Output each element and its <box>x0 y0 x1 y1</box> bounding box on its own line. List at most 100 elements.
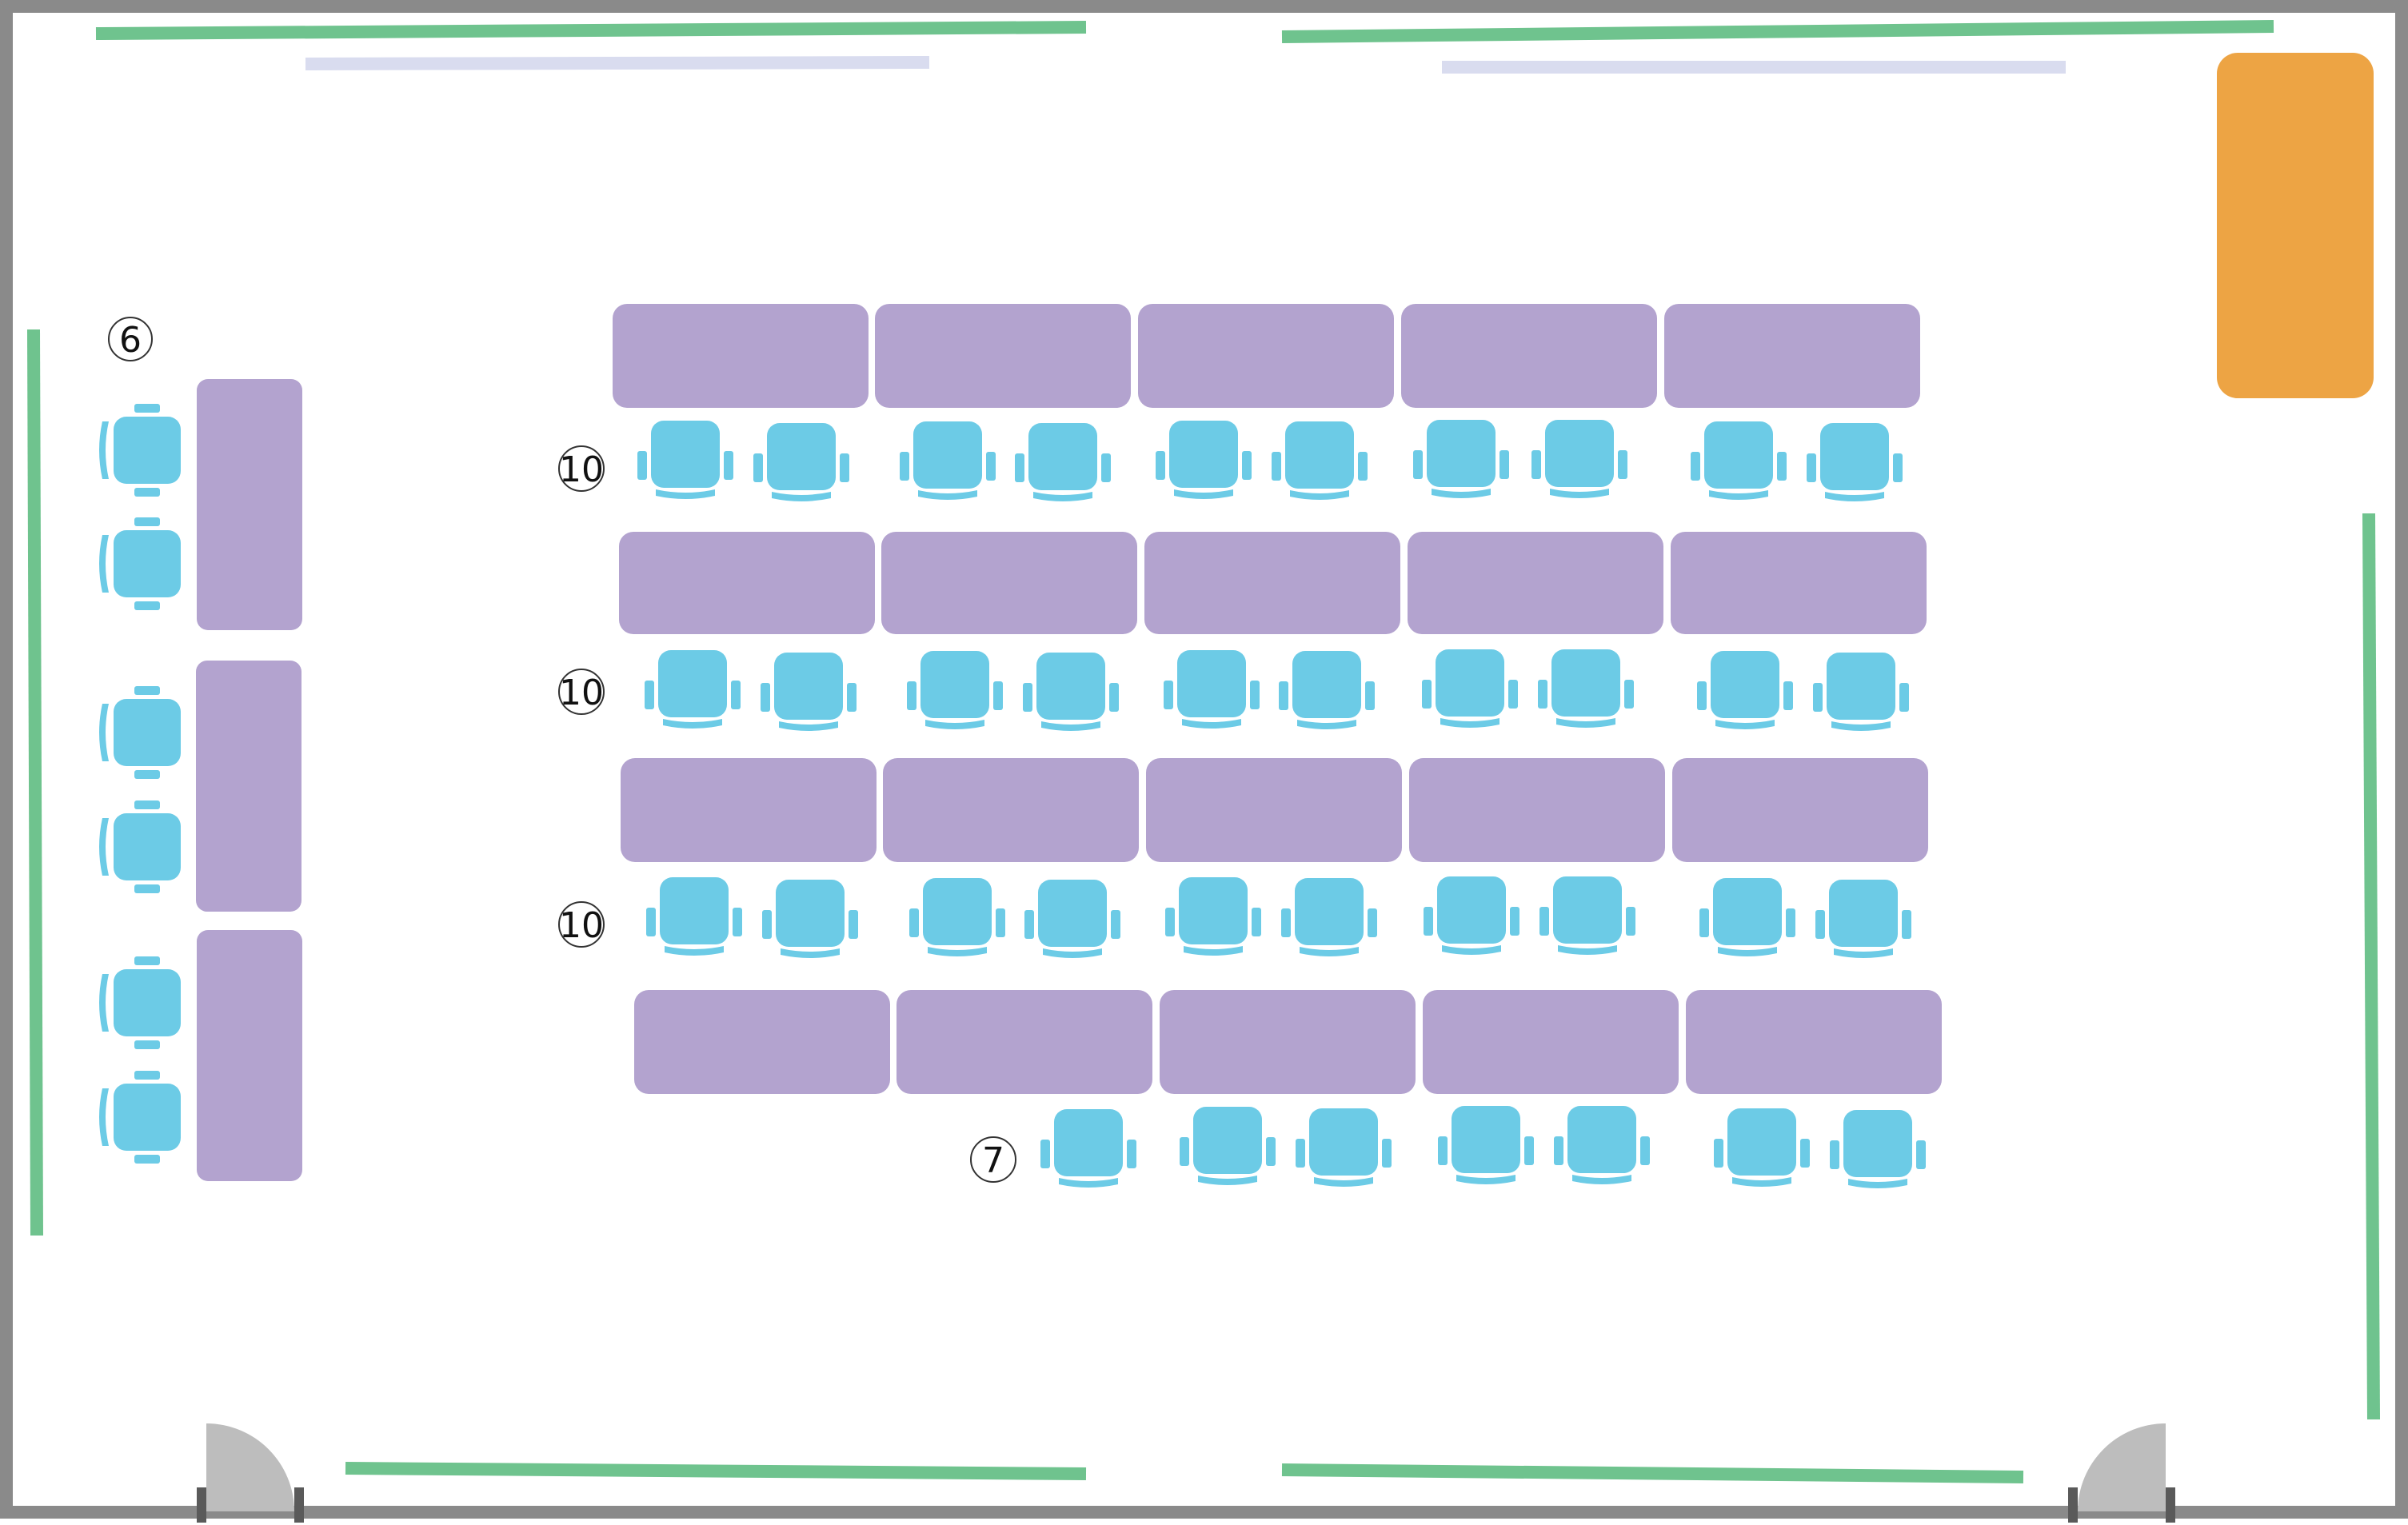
chair-icon[interactable] <box>1691 421 1787 500</box>
chair-icon[interactable] <box>1531 420 1627 498</box>
chair-icon[interactable] <box>1422 649 1518 728</box>
door-icon <box>2078 1423 2166 1511</box>
chair-icon[interactable] <box>762 880 858 958</box>
table-icon[interactable] <box>1423 990 1679 1094</box>
table-icon[interactable] <box>619 532 875 634</box>
chair-icon[interactable] <box>1699 878 1795 956</box>
chair-icon[interactable] <box>99 800 181 893</box>
chair-icon[interactable] <box>1165 877 1261 956</box>
table-icon[interactable] <box>881 532 1137 634</box>
projector-screen-left <box>305 56 930 70</box>
door-frame-right <box>294 1487 304 1523</box>
whiteboards <box>27 20 2380 1483</box>
chair-icon[interactable] <box>1015 423 1111 501</box>
whiteboard-top-right <box>1281 20 2274 43</box>
chair-icon[interactable] <box>1296 1108 1392 1187</box>
table-icon[interactable] <box>1408 532 1663 634</box>
chair-icon[interactable] <box>99 686 181 779</box>
table-icon[interactable] <box>1401 304 1657 408</box>
chair-icon[interactable] <box>99 517 181 610</box>
row-3: 10 <box>558 758 1928 958</box>
chair-icon[interactable] <box>1279 651 1375 729</box>
row-1: 10 <box>558 304 1920 501</box>
door-left[interactable] <box>197 1423 304 1523</box>
chair-icon[interactable] <box>1813 653 1909 731</box>
row-2-count: 10 <box>559 673 604 713</box>
chair-icon[interactable] <box>1554 1106 1650 1184</box>
side-group-count: 6 <box>119 320 142 361</box>
table-icon[interactable] <box>197 379 302 630</box>
chair-icon[interactable] <box>1807 423 1903 501</box>
row-1-count: 10 <box>559 449 604 490</box>
table-icon[interactable] <box>1671 532 1927 634</box>
table-icon[interactable] <box>634 990 890 1094</box>
table-icon[interactable] <box>1138 304 1394 408</box>
chair-icon[interactable] <box>1714 1108 1810 1187</box>
row-2: 10 <box>558 532 1927 731</box>
projector-screens <box>305 56 2066 74</box>
chair-icon[interactable] <box>99 1071 181 1164</box>
row-4-count: 7 <box>982 1140 1004 1181</box>
side-group: 6 <box>99 317 302 1181</box>
podium-icon <box>2217 53 2374 398</box>
table-icon[interactable] <box>1144 532 1400 634</box>
count-badge: 10 <box>558 901 605 948</box>
table-icon[interactable] <box>197 930 302 1181</box>
chair-icon[interactable] <box>1424 876 1519 955</box>
door-frame-left <box>2068 1487 2078 1523</box>
chair-icon[interactable] <box>1156 421 1252 499</box>
chair-icon[interactable] <box>907 651 1003 729</box>
whiteboard-top-left <box>95 21 1087 40</box>
chair-icon[interactable] <box>1815 880 1911 958</box>
chair-icon[interactable] <box>1272 421 1368 500</box>
door-frame-left <box>197 1487 206 1523</box>
chair-icon[interactable] <box>900 421 996 500</box>
whiteboard-bottom-left <box>345 1462 1087 1480</box>
table-icon[interactable] <box>1664 304 1920 408</box>
chair-icon[interactable] <box>1180 1107 1276 1185</box>
table-icon[interactable] <box>621 758 877 862</box>
chair-icon[interactable] <box>761 653 857 731</box>
chair-icon[interactable] <box>1023 653 1119 731</box>
chair-icon[interactable] <box>1539 876 1635 955</box>
chair-icon[interactable] <box>909 878 1005 956</box>
chair-icon[interactable] <box>645 650 741 729</box>
row-4: 7 <box>634 990 1942 1188</box>
count-badge: 7 <box>970 1136 1016 1183</box>
chair-icon[interactable] <box>646 877 742 956</box>
chair-icon[interactable] <box>1697 651 1793 729</box>
table-icon[interactable] <box>196 661 301 912</box>
chair-icon[interactable] <box>99 404 181 497</box>
table-icon[interactable] <box>613 304 869 408</box>
table-icon[interactable] <box>1686 990 1942 1094</box>
whiteboard-bottom-right <box>1281 1463 2024 1483</box>
whiteboard-left <box>27 329 43 1236</box>
chair-icon[interactable] <box>1538 649 1634 728</box>
count-badge: 6 <box>108 317 153 361</box>
chair-icon[interactable] <box>1438 1106 1534 1184</box>
chair-icon[interactable] <box>753 423 849 501</box>
table-icon[interactable] <box>1160 990 1416 1094</box>
chair-icon[interactable] <box>99 956 181 1049</box>
table-icon[interactable] <box>1672 758 1928 862</box>
chair-icon[interactable] <box>1281 878 1377 956</box>
row-3-count: 10 <box>559 905 604 946</box>
side-chairs <box>99 404 181 1164</box>
table-icon[interactable] <box>875 304 1131 408</box>
table-icon[interactable] <box>897 990 1152 1094</box>
chair-icon[interactable] <box>1024 880 1120 958</box>
door-icon <box>206 1423 294 1511</box>
table-icon[interactable] <box>883 758 1139 862</box>
table-icon[interactable] <box>1146 758 1402 862</box>
door-right[interactable] <box>2068 1423 2175 1523</box>
chair-icon[interactable] <box>1830 1110 1926 1188</box>
chair-icon[interactable] <box>1040 1109 1136 1188</box>
chair-icon[interactable] <box>1413 420 1509 498</box>
side-tables <box>196 379 302 1181</box>
chair-icon[interactable] <box>637 421 733 499</box>
table-icon[interactable] <box>1409 758 1665 862</box>
chair-icon[interactable] <box>1164 650 1260 729</box>
count-badge: 10 <box>558 445 605 492</box>
